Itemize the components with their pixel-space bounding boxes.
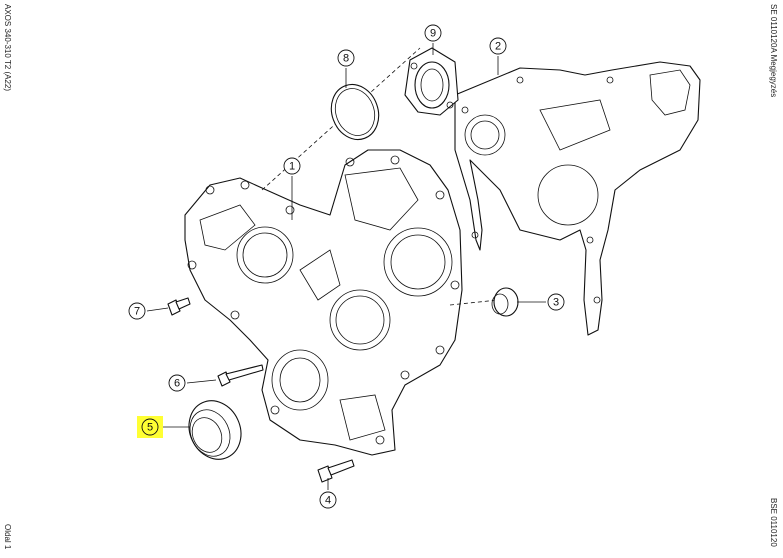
bolt-7[interactable] <box>167 297 191 316</box>
crankshaft-seal[interactable] <box>180 392 251 468</box>
callout-circle <box>141 418 159 436</box>
callout-label: 9 <box>430 28 436 40</box>
callout-label: 4 <box>325 495 331 507</box>
callout-circle <box>128 302 146 320</box>
callout-group: 1 2 3 4 5 6 7 8 9 <box>128 24 565 509</box>
callout-circle <box>489 37 507 55</box>
callout-circle <box>168 374 186 392</box>
assembly-line-plug <box>449 299 499 306</box>
callout-label: 7 <box>134 306 140 318</box>
leader-6 <box>186 379 217 384</box>
callout-label: 6 <box>174 378 180 390</box>
callout-label: 3 <box>553 297 559 309</box>
bolt-6[interactable] <box>217 364 264 387</box>
timing-cover-housing[interactable] <box>184 149 463 456</box>
callout-5[interactable]: 5 <box>137 416 163 438</box>
callout-1[interactable]: 1 <box>283 157 301 175</box>
bolt-4[interactable] <box>317 459 355 483</box>
callout-highlight <box>137 416 163 438</box>
callout-3[interactable]: 3 <box>547 293 565 311</box>
callout-2[interactable]: 2 <box>489 37 507 55</box>
callout-label: 5 <box>147 422 153 434</box>
flanged-seal[interactable] <box>404 47 459 116</box>
callout-9[interactable]: 9 <box>424 24 442 42</box>
callout-4[interactable]: 4 <box>319 491 337 509</box>
callout-circle <box>424 24 442 42</box>
callout-circle <box>547 293 565 311</box>
timing-cover-gasket[interactable] <box>454 61 701 336</box>
callout-7[interactable]: 7 <box>128 302 146 320</box>
callout-label: 8 <box>343 53 349 65</box>
o-ring[interactable] <box>324 78 386 146</box>
callout-8[interactable]: 8 <box>337 49 355 67</box>
callout-label: 2 <box>495 41 501 53</box>
callout-circle <box>319 491 337 509</box>
sealing-plug[interactable] <box>491 287 519 317</box>
callout-circle <box>283 157 301 175</box>
callout-label: 1 <box>289 161 295 173</box>
leader-7 <box>146 307 169 312</box>
callout-6[interactable]: 6 <box>168 374 186 392</box>
callout-circle <box>337 49 355 67</box>
